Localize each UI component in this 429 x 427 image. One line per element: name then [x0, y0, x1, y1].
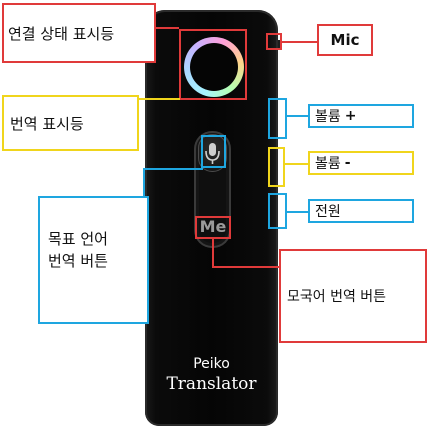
label-connection-indicator: 연결 상태 표시등 — [2, 3, 156, 63]
connector-volume-up — [287, 115, 308, 117]
highlight-connection-ring — [179, 29, 247, 100]
label-volume-down-sign: - — [344, 155, 351, 171]
label-mic-text: Mic — [330, 31, 360, 49]
brand-name: Peiko — [193, 356, 230, 372]
label-native-lang-button: 모국어 번역 버튼 — [279, 249, 427, 343]
label-target-lang-line1: 목표 언어 — [48, 230, 108, 248]
highlight-power — [268, 193, 287, 229]
connector-me-v — [212, 239, 214, 268]
highlight-me-button — [195, 216, 231, 239]
connector-target-lang-h — [143, 168, 203, 170]
connector-mic — [282, 41, 317, 43]
label-target-lang-button: 목표 언어 번역 버튼 — [38, 196, 149, 324]
label-connection-indicator-text: 연결 상태 표시등 — [8, 24, 115, 43]
label-volume-down-text: 볼륨 — [315, 156, 341, 172]
label-power: 전원 — [308, 199, 414, 223]
label-volume-down: 볼륨 - — [308, 151, 414, 175]
microphone-icon — [205, 143, 220, 164]
connector-me-h — [212, 266, 279, 268]
brand-subtitle: Translator — [166, 374, 257, 394]
me-button-label: Me — [199, 217, 227, 236]
ring-center — [190, 43, 238, 91]
connector-power — [287, 211, 308, 213]
connector-translation — [138, 98, 180, 100]
highlight-volume-down — [268, 147, 285, 187]
connector-connection — [155, 27, 179, 29]
connector-volume-down — [285, 163, 308, 165]
highlight-target-lang-button — [201, 135, 226, 168]
highlight-mic — [266, 33, 282, 50]
label-native-lang-text: 모국어 번역 버튼 — [287, 289, 387, 305]
label-volume-up-sign: + — [344, 108, 357, 124]
label-translation-indicator-text: 번역 표시등 — [10, 114, 84, 133]
label-mic: Mic — [317, 24, 373, 56]
label-volume-up-text: 볼륨 — [315, 109, 341, 125]
label-volume-up: 볼륨 + — [308, 104, 414, 128]
connector-target-lang-v — [143, 168, 145, 196]
label-target-lang-line2: 번역 버튼 — [48, 252, 108, 270]
label-translation-indicator: 번역 표시등 — [2, 95, 139, 151]
highlight-volume-up — [268, 98, 287, 139]
label-power-text: 전원 — [315, 204, 341, 220]
